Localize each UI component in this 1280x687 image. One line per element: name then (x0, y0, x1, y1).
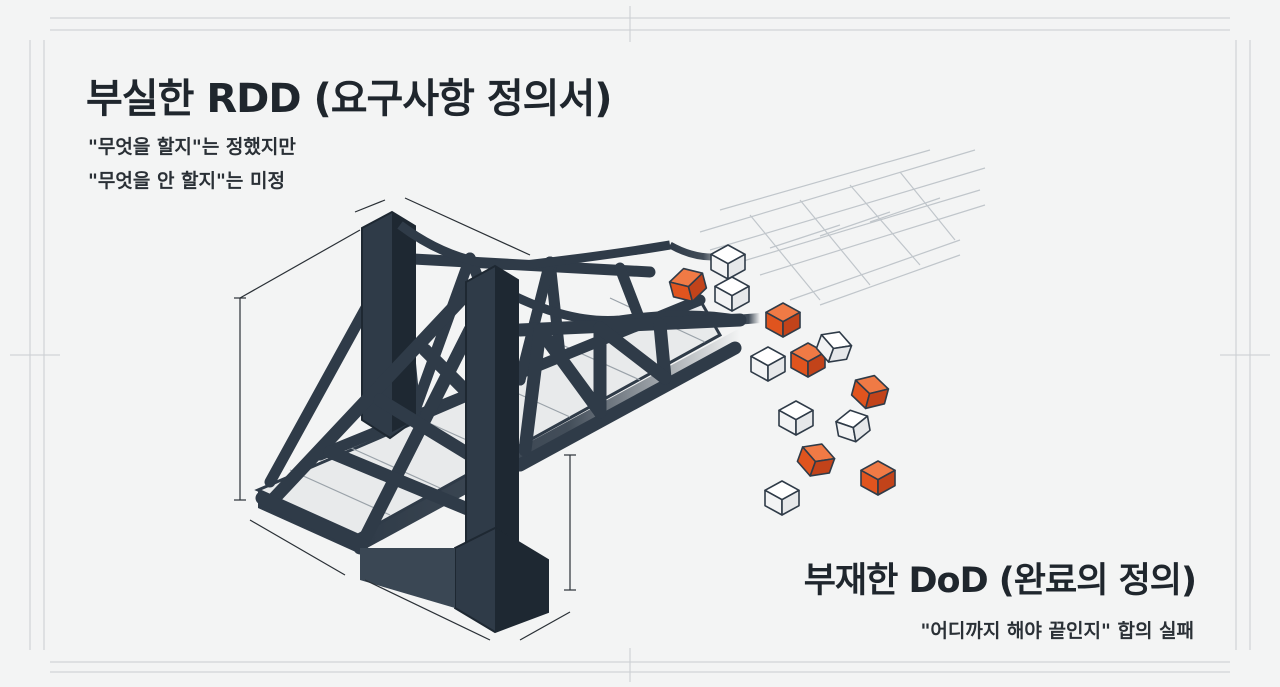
white-block (778, 400, 814, 436)
rdd-subtitle-line-2: "무엇을 안 할지"는 미정 (88, 170, 285, 192)
rdd-subtitle-line-1: "무엇을 할지"는 정했지만 (88, 136, 296, 158)
orange-block (796, 443, 836, 477)
falling-block-icon (668, 244, 896, 516)
white-block (835, 409, 871, 443)
orange-block (668, 267, 708, 303)
white-block (714, 276, 750, 312)
rdd-subtitle: "무엇을 할지"는 정했지만 "무엇을 안 할지"는 미정 (88, 130, 296, 198)
white-block (815, 331, 853, 363)
orange-block (850, 374, 890, 410)
dod-title: 부재한 DoD (완료의 정의) (803, 561, 1197, 601)
white-block (710, 244, 746, 280)
rdd-title: 부실한 RDD (요구사항 정의서) (86, 76, 613, 122)
dod-subtitle: "어디까지 해야 끝인지" 합의 실패 (920, 620, 1195, 642)
white-block (750, 346, 786, 382)
white-block (764, 480, 800, 516)
orange-block (860, 460, 896, 496)
orange-block (765, 302, 801, 338)
